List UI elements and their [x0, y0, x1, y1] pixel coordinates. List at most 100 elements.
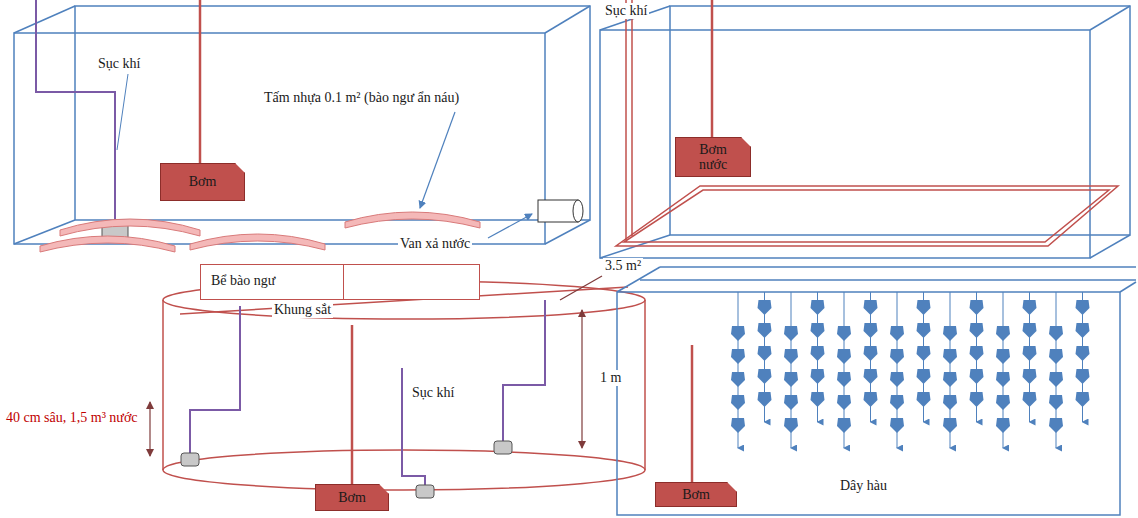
pump-box: Bơm [655, 482, 737, 507]
oyster [890, 372, 904, 387]
oyster [1023, 369, 1037, 384]
oyster [784, 372, 798, 387]
oyster [784, 326, 798, 341]
oyster [758, 323, 772, 338]
oyster [943, 372, 957, 387]
oyster [943, 326, 957, 341]
oyster [917, 300, 931, 315]
oyster [970, 346, 984, 361]
pump-box: Bơm [160, 163, 245, 201]
oyster [731, 418, 745, 433]
oyster [864, 369, 878, 384]
oyster [1049, 372, 1063, 387]
oyster [890, 349, 904, 364]
oyster [837, 349, 851, 364]
oyster [970, 369, 984, 384]
part-label: 3.5 m² [603, 258, 643, 274]
oyster [731, 326, 745, 341]
oyster [996, 418, 1010, 433]
air-line [36, 0, 115, 224]
part-label: Khung sắt [272, 302, 333, 318]
leader-arrow [488, 214, 532, 238]
part-label: Van xả nước [398, 236, 472, 252]
oyster [758, 300, 772, 315]
tank-box: Bể bào ngư [200, 264, 480, 300]
oyster [1076, 346, 1090, 361]
oyster [917, 323, 931, 338]
tank-label: Bể bào ngư [211, 273, 469, 289]
cylinder-tank [163, 281, 645, 490]
pump-box: Bơm nước [675, 137, 751, 177]
part-label: Dây hàu [838, 478, 889, 494]
oyster [1076, 323, 1090, 338]
oyster [1023, 346, 1037, 361]
tank-divider [343, 265, 344, 299]
water-tank [600, 6, 1130, 258]
oyster [1076, 392, 1090, 407]
pump-box: Bơm [315, 484, 389, 511]
oyster [784, 349, 798, 364]
oyster [970, 300, 984, 315]
oyster [943, 418, 957, 433]
height-dimension [581, 310, 582, 448]
oyster [811, 300, 825, 315]
oyster [811, 392, 825, 407]
oyster [811, 323, 825, 338]
pump-label: Bơm [189, 174, 217, 189]
oyster [890, 395, 904, 410]
oyster [784, 418, 798, 433]
part-label: Sục khí [603, 3, 649, 19]
oyster [864, 300, 878, 315]
part-label: Sục khí [96, 56, 142, 72]
oyster [758, 369, 772, 384]
oyster [996, 326, 1010, 341]
water-pipe [351, 325, 354, 485]
oyster [731, 372, 745, 387]
oyster [1076, 369, 1090, 384]
oyster [837, 418, 851, 433]
pipe-loop [616, 0, 1118, 246]
leader-line [560, 276, 602, 300]
oyster [758, 346, 772, 361]
part-label: 40 cm sâu, 1,5 m³ nước [4, 410, 148, 426]
oyster [996, 349, 1010, 364]
oyster [837, 326, 851, 341]
oyster [731, 349, 745, 364]
shelter-plates [40, 212, 480, 252]
oyster [1023, 392, 1037, 407]
oyster [864, 392, 878, 407]
drain-valve [538, 200, 583, 222]
pump-label: Bơm [682, 487, 710, 502]
oyster [917, 369, 931, 384]
oyster [731, 395, 745, 410]
oyster [943, 395, 957, 410]
oyster [864, 323, 878, 338]
oyster [837, 395, 851, 410]
oyster [784, 395, 798, 410]
air-lines [190, 300, 545, 486]
part-label: Tấm nhựa 0.1 m² (bào ngư ẩn náu) [262, 90, 461, 106]
oyster [864, 346, 878, 361]
oyster [970, 323, 984, 338]
leader-arrow [420, 112, 455, 208]
oyster [943, 349, 957, 364]
oyster [758, 392, 772, 407]
oyster [1023, 323, 1037, 338]
oyster [917, 346, 931, 361]
oyster [1049, 418, 1063, 433]
oyster [1076, 300, 1090, 315]
oyster [890, 326, 904, 341]
abalone-tank [14, 6, 590, 244]
oyster [811, 369, 825, 384]
part-label: Sục khí [410, 385, 456, 401]
water-pipe [711, 0, 714, 138]
oyster [970, 392, 984, 407]
oyster [1049, 349, 1063, 364]
oyster-strings [731, 292, 1090, 448]
leader-line [117, 74, 128, 150]
depth-dimension [149, 402, 150, 456]
water-pipe [199, 0, 202, 164]
oyster [890, 418, 904, 433]
